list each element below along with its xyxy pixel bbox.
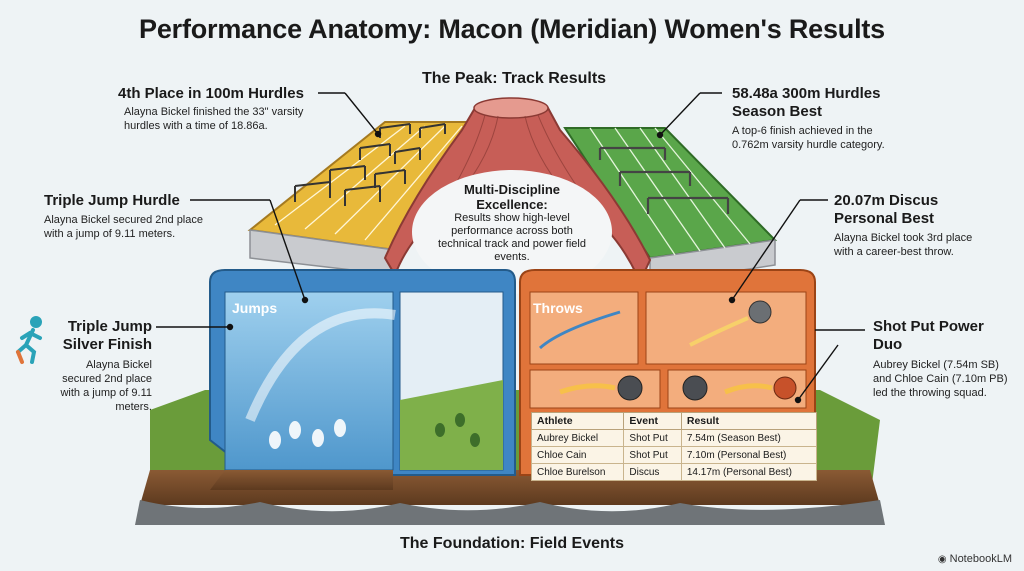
table-row: Aubrey Bickel Shot Put 7.54m (Season Bes… bbox=[530, 429, 818, 447]
runner-shoe-icon bbox=[16, 350, 24, 364]
callout-100m-hurdles-heading: 4th Place in 100m Hurdles bbox=[118, 85, 304, 102]
center-text: Results show high-level performance acro… bbox=[438, 212, 586, 263]
table-header-event: Event bbox=[623, 412, 682, 430]
table-cell-result: 7.10m (Personal Best) bbox=[680, 446, 818, 464]
table-header-result: Result bbox=[680, 412, 818, 430]
table-cell-athlete: Chloe Burelson bbox=[530, 463, 625, 481]
table-row: Chloe Cain Shot Put 7.10m (Personal Best… bbox=[530, 446, 818, 464]
callout-shot-put-heading: Shot Put Power Duo bbox=[873, 318, 984, 353]
footprints bbox=[269, 419, 346, 449]
callout-300m-hurdles: 58.48a 300m Hurdles Season Best A top-6 … bbox=[732, 85, 908, 152]
throws-cell-1 bbox=[529, 291, 639, 365]
shot-trail-2 bbox=[724, 383, 773, 395]
muscle-top bbox=[473, 97, 549, 119]
throws-label: Throws bbox=[533, 300, 583, 316]
throws-cell-3 bbox=[529, 369, 661, 409]
jumps-label: Jumps bbox=[232, 300, 278, 316]
section-foundation-label: The Foundation: Field Events bbox=[400, 535, 624, 552]
callout-triple-jump-silver: Triple Jump Silver Finish Alayna Bickel … bbox=[48, 318, 152, 414]
jumps-pit bbox=[224, 291, 394, 471]
shot-put-ball-2 bbox=[682, 375, 708, 401]
callout-100m-hurdles: 4th Place in 100m Hurdles Alayna Bickel … bbox=[118, 85, 318, 133]
jumps-soil bbox=[210, 470, 393, 490]
footprints-grass bbox=[435, 413, 480, 447]
table-cell-event: Shot Put bbox=[623, 429, 682, 447]
callout-triple-jump-silver-heading: Triple Jump Silver Finish bbox=[62, 318, 152, 353]
section-peak-label: The Peak: Track Results bbox=[421, 70, 607, 87]
callout-triple-jump-hurdle: Triple Jump Hurdle Alayna Bickel secured… bbox=[44, 192, 204, 241]
runner-icon bbox=[16, 316, 42, 364]
leader-lines bbox=[156, 92, 865, 404]
table-cell-athlete: Chloe Cain bbox=[530, 446, 625, 464]
table-cell-event: Shot Put bbox=[623, 446, 682, 464]
hurdles-left bbox=[294, 123, 446, 206]
table-row: Chloe Burelson Discus 14.17m (Personal B… bbox=[530, 463, 818, 481]
watermark-text: NotebookLM bbox=[949, 553, 1012, 565]
center-window bbox=[412, 170, 612, 294]
notebooklm-logo-icon: ◉ bbox=[937, 554, 947, 565]
notebooklm-watermark: ◉ NotebookLM bbox=[938, 553, 1012, 565]
page-title: Performance Anatomy: Macon (Meridian) Wo… bbox=[139, 14, 885, 44]
shot-put-ball-3 bbox=[773, 376, 797, 400]
rock-layer bbox=[135, 500, 885, 525]
center-note: Multi-Discipline Excellence: Results sho… bbox=[432, 182, 592, 264]
callout-shot-put-text: Aubrey Bickel (7.54m SB) and Chloe Cain … bbox=[873, 359, 1008, 399]
callout-300m-hurdles-text: A top-6 finish achieved in the 0.762m va… bbox=[732, 125, 885, 151]
shot-put-ball-1 bbox=[617, 375, 643, 401]
results-table: Athlete Event Result Aubrey Bickel Shot … bbox=[530, 412, 818, 481]
callout-shot-put: Shot Put Power Duo Aubrey Bickel (7.54m … bbox=[873, 318, 1013, 400]
callout-300m-hurdles-heading: 58.48a 300m Hurdles Season Best bbox=[732, 85, 881, 120]
shot-trail-1 bbox=[559, 383, 616, 395]
table-cell-result: 14.17m (Personal Best) bbox=[680, 463, 818, 481]
discus-trail bbox=[689, 316, 749, 347]
center-heading: Multi-Discipline Excellence: bbox=[463, 182, 561, 212]
callout-100m-hurdles-text: Alayna Bickel finished the 33" varsity h… bbox=[124, 106, 304, 132]
callout-triple-jump-silver-text: Alayna Bickel secured 2nd place with a j… bbox=[60, 359, 152, 413]
table-cell-athlete: Aubrey Bickel bbox=[530, 429, 625, 447]
discus-icon bbox=[748, 300, 772, 324]
callout-discus-text: Alayna Bickel took 3rd place with a care… bbox=[834, 232, 973, 258]
jumps-grass bbox=[400, 380, 503, 470]
callout-triple-jump-hurdle-heading: Triple Jump Hurdle bbox=[44, 192, 180, 209]
callout-discus-heading: 20.07m Discus Personal Best bbox=[834, 192, 939, 227]
callout-triple-jump-hurdle-text: Alayna Bickel secured 2nd place with a j… bbox=[44, 214, 203, 240]
jump-arc bbox=[245, 308, 396, 422]
table-cell-event: Discus bbox=[623, 463, 682, 481]
table-header-athlete: Athlete bbox=[530, 412, 625, 430]
hurdles-right bbox=[598, 146, 730, 214]
table-cell-result: 7.54m (Season Best) bbox=[680, 429, 818, 447]
table-header-row: Athlete Event Result bbox=[530, 412, 818, 430]
throw-arrow bbox=[538, 310, 621, 350]
callout-discus: 20.07m Discus Personal Best Alayna Bicke… bbox=[834, 192, 986, 259]
